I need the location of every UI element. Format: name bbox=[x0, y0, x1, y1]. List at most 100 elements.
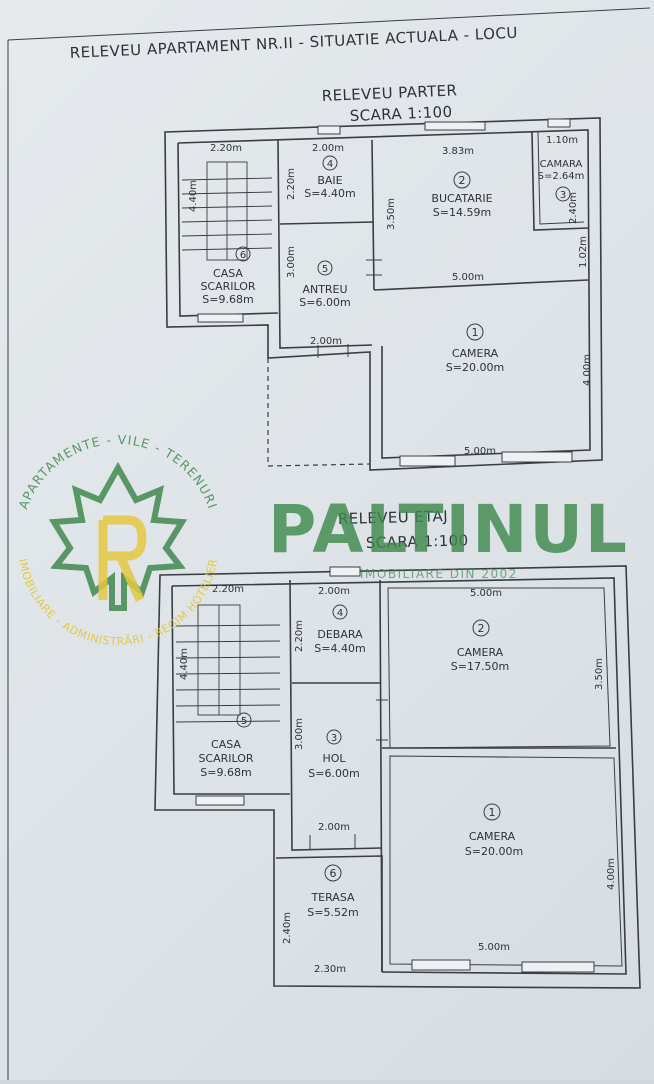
room-area: S=6.00m bbox=[299, 296, 350, 309]
upper-window-debara bbox=[329, 566, 361, 577]
room-name: TERASA bbox=[310, 891, 355, 904]
sheet-border-top bbox=[7, 7, 651, 41]
ground-room-baie: 4 BAIE S=4.40m bbox=[304, 155, 356, 200]
room-name: CAMERA bbox=[452, 347, 499, 360]
upper-window-room-right bbox=[521, 961, 595, 973]
ground-heading: RELEVEU PARTER bbox=[321, 81, 457, 105]
upper-dim-room1-bottom: 5.00m bbox=[478, 942, 510, 953]
ground-door-marks bbox=[317, 259, 382, 358]
ground-dim-room-side: 4.00m bbox=[582, 354, 593, 386]
ground-partition-left bbox=[277, 139, 373, 349]
ground-dim-kitchen-side: 3.50m bbox=[386, 198, 397, 230]
room-name: CAMERA bbox=[457, 646, 504, 659]
room-number: 5 bbox=[322, 264, 328, 275]
maple-leaf-icon bbox=[48, 461, 188, 611]
upper-dim-stair-side: 4.40m bbox=[179, 648, 190, 680]
room-number: 6 bbox=[330, 867, 337, 880]
ground-dim-bath-top: 2.00m bbox=[312, 143, 344, 154]
ground-window-kitchen bbox=[424, 121, 486, 131]
ground-room-antreu: 5 ANTREU S=6.00m bbox=[299, 260, 351, 309]
ground-window-room-left bbox=[399, 455, 456, 467]
ground-dashed-outline bbox=[267, 358, 371, 467]
ground-floor-plan: RELEVEU PARTER SCARA 1:100 2.20m bbox=[164, 81, 603, 471]
ground-room-casa-scarilor: 6 CASA SCARILOR S=9.68m bbox=[200, 246, 256, 306]
upper-window-room-left bbox=[411, 959, 471, 971]
upper-dim-terasa-side: 2.40m bbox=[282, 912, 293, 944]
ground-dim-room-bottom: 5.00m bbox=[464, 446, 496, 457]
upper-room-hol: 3 HOL S=6.00m bbox=[308, 729, 360, 780]
room-name: HOL bbox=[322, 752, 346, 765]
upper-dim-hol-side: 3.00m bbox=[294, 718, 305, 750]
ground-dim-stair-side: 4.40m bbox=[188, 180, 199, 212]
ground-room-bucatarie: 2 BUCATARIE S=14.59m bbox=[431, 171, 493, 219]
ground-stair-walls bbox=[177, 142, 279, 317]
ground-window-pantry bbox=[547, 118, 571, 128]
ground-dim-pantry-gap: 1.02m bbox=[578, 236, 589, 268]
upper-outer-wall bbox=[154, 565, 641, 989]
upper-floor-plan: RELEVEU ETAJ SCARA 1:100 2.20m 4.40m 2.0… bbox=[154, 507, 641, 989]
monogram-letter-icon bbox=[98, 515, 147, 602]
ground-dim-room-top: 5.00m bbox=[452, 272, 484, 283]
room-number: 4 bbox=[327, 159, 333, 170]
watermark-brand: PALTINUL bbox=[268, 491, 629, 568]
upper-dim-stair-top: 2.20m bbox=[212, 584, 244, 595]
room-area: S=20.00m bbox=[446, 361, 504, 374]
upper-door-marks bbox=[309, 699, 388, 850]
upper-terasa-wall bbox=[275, 855, 383, 972]
room-name-line1: CASA bbox=[213, 267, 243, 280]
upper-room-terasa: 6 TERASA S=5.52m bbox=[307, 864, 359, 919]
room-area: S=14.59m bbox=[433, 206, 491, 219]
room-number: 4 bbox=[337, 608, 343, 619]
room-area: S=9.68m bbox=[200, 766, 251, 779]
upper-window-stair bbox=[195, 795, 245, 806]
room-name: CAMERA bbox=[469, 830, 516, 843]
room-name-line1: CASA bbox=[211, 738, 241, 751]
ground-pantry-inner bbox=[537, 131, 585, 225]
ground-dim-antreu-bottom: 2.00m bbox=[310, 336, 342, 347]
room-area: S=5.52m bbox=[307, 906, 358, 919]
ground-scale: SCARA 1:100 bbox=[349, 103, 452, 125]
upper-scale: SCARA 1:100 bbox=[366, 531, 469, 552]
room-name-line2: SCARILOR bbox=[200, 280, 255, 293]
room-name: BAIE bbox=[317, 174, 342, 187]
upper-room-camera-2: 2 CAMERA S=17.50m bbox=[451, 619, 509, 673]
ground-kitchen-wall bbox=[373, 279, 589, 291]
upper-room-debara: 4 DEBARA S=4.40m bbox=[314, 604, 366, 655]
room-number: 1 bbox=[472, 326, 479, 339]
upper-dim-deb-top: 2.00m bbox=[318, 586, 350, 597]
ground-room-camera: 1 CAMERA S=20.00m bbox=[446, 323, 504, 374]
upper-room2-inner bbox=[387, 587, 611, 749]
ground-window-stair bbox=[197, 313, 244, 323]
room-name: CAMARA bbox=[540, 159, 583, 170]
upper-heading: RELEVEU ETAJ bbox=[338, 507, 449, 528]
ground-dim-pantry-side: 2.40m bbox=[568, 192, 579, 224]
ground-partition-mid bbox=[371, 139, 375, 291]
room-number: 1 bbox=[489, 806, 496, 819]
ground-window-room-right bbox=[501, 451, 573, 463]
ground-window-bath bbox=[317, 125, 341, 135]
upper-room1-inner bbox=[389, 755, 623, 967]
room-number: 6 bbox=[240, 250, 246, 261]
upper-room-camera-1: 1 CAMERA S=20.00m bbox=[465, 803, 523, 858]
upper-stairs bbox=[175, 604, 281, 723]
ground-dim-pantry-top: 1.10m bbox=[546, 135, 578, 146]
upper-dim-deb-side: 2.20m bbox=[294, 620, 305, 652]
upper-inner-wall bbox=[171, 577, 627, 975]
ground-dim-kitchen-top: 3.83m bbox=[442, 146, 474, 157]
upper-room-casa-scarilor: 5 CASA SCARILOR S=9.68m bbox=[198, 712, 254, 779]
room-area: S=4.40m bbox=[304, 187, 355, 200]
ground-bath-wall bbox=[279, 221, 375, 225]
watermark-tagline: IMOBILIARE DIN 2002 bbox=[360, 567, 518, 581]
ground-inner-wall bbox=[177, 129, 591, 459]
ground-room-camara: CAMARA S=2.64m 3 bbox=[538, 159, 585, 202]
room-number: 5 bbox=[241, 716, 247, 727]
room-name: BUCATARIE bbox=[431, 192, 492, 205]
upper-dim-room2-side: 3.50m bbox=[594, 658, 605, 690]
upper-dim-terasa-bottom: 2.30m bbox=[314, 964, 346, 975]
room-area: S=2.64m bbox=[538, 171, 585, 182]
room-name: ANTREU bbox=[302, 283, 347, 296]
room-area: S=6.00m bbox=[308, 767, 359, 780]
room-name-line2: SCARILOR bbox=[198, 752, 253, 765]
